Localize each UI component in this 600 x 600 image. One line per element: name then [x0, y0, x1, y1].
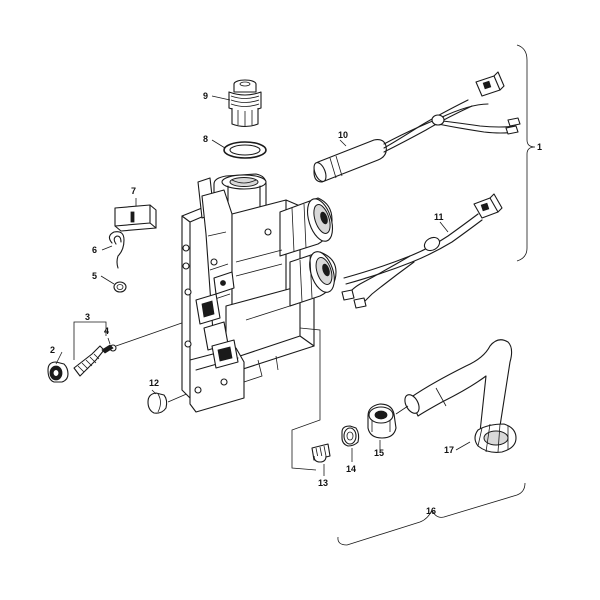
callout-12: 12	[149, 378, 159, 388]
callout-14: 14	[346, 464, 356, 474]
callout-13: 13	[318, 478, 328, 488]
leader-body-to-13-15	[291, 327, 321, 471]
part-2-knob	[47, 361, 69, 383]
part-12-cap	[147, 392, 168, 414]
callout-10: 10	[338, 130, 348, 140]
callout-8: 8	[203, 134, 208, 144]
part-17-hose	[404, 339, 517, 453]
part-3-valve-screw	[73, 344, 114, 377]
part-8-o-ring	[223, 141, 267, 159]
callout-11: 11	[434, 212, 444, 222]
bracket-1	[516, 44, 536, 262]
bracket-16	[337, 482, 526, 546]
callout-1: 1	[537, 142, 542, 152]
part-4-small-ring	[109, 344, 117, 352]
callout-4: 4	[104, 326, 109, 336]
part-13-screw	[311, 443, 331, 463]
callout-9: 9	[203, 91, 208, 101]
callout-6: 6	[92, 245, 97, 255]
part-5-nut	[113, 281, 127, 293]
callout-3: 3	[85, 312, 90, 322]
callout-labels: 1 2 3 4 5 6 7 8 9 10 11 12 13 14 15 16 1…	[50, 91, 542, 516]
callout-5: 5	[92, 271, 97, 281]
part-14-sleeve	[341, 425, 360, 447]
callout-15: 15	[374, 448, 384, 458]
callout-7: 7	[131, 186, 136, 196]
part-9-threaded-fitting	[228, 79, 262, 128]
part-15-nut	[367, 403, 397, 439]
part-10-sensor	[313, 71, 521, 183]
part-6-spring-clip	[108, 231, 125, 269]
part-7-clip	[114, 204, 157, 232]
main-valve-body	[181, 173, 337, 413]
callout-16: 16	[426, 506, 436, 516]
callout-17: 17	[444, 445, 454, 455]
part-11-cable-harness	[341, 193, 503, 309]
callout-2: 2	[50, 345, 55, 355]
callout-leaders	[55, 95, 471, 476]
leader-15-hose	[395, 405, 409, 415]
